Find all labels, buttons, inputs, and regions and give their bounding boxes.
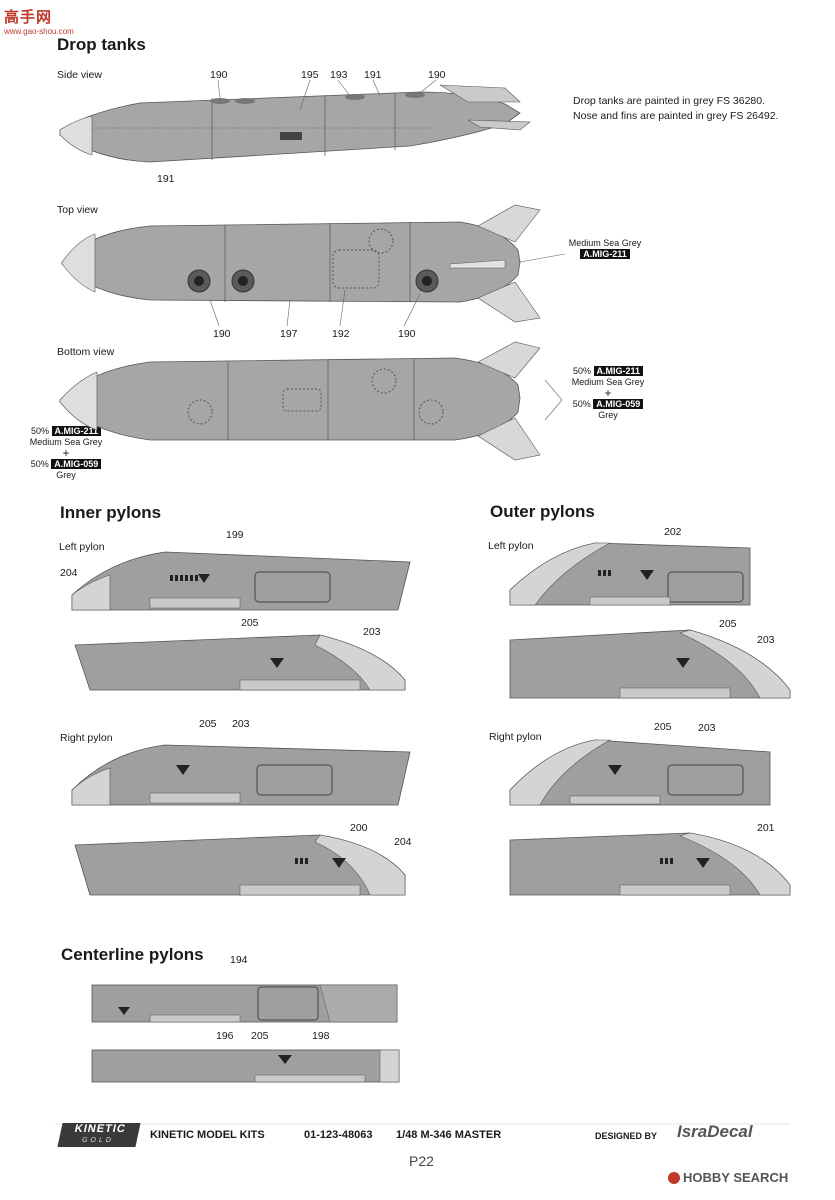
paint-note: Drop tanks are painted in grey FS 36280.…: [573, 94, 778, 124]
callout-205: 205: [719, 618, 737, 630]
inner-right-pylon-label: Right pylon: [60, 732, 113, 744]
hobby-search-icon: [668, 1171, 680, 1184]
callout-199: 199: [226, 529, 244, 541]
callout-190: 190: [213, 328, 231, 340]
bottom-view-label: Bottom view: [57, 346, 115, 358]
callout-191: 191: [157, 173, 175, 185]
outer-left-pylon-label: Left pylon: [488, 540, 534, 552]
pct-50: 50%: [572, 366, 591, 376]
watermark-site: 高手网: [4, 9, 53, 26]
watermark-url: www.gao-shou.com: [4, 27, 74, 36]
callout-203: 203: [698, 722, 716, 734]
inner-pylons-title: Inner pylons: [60, 503, 162, 522]
kinetic-logo-bottom: GOLD: [81, 1137, 115, 1144]
callout-204: 204: [60, 567, 78, 579]
side-view-label: Side view: [57, 69, 102, 81]
paint-label-top: Medium Sea Grey A.MIG-211: [565, 238, 645, 260]
paint-label-bottom-left: 50% A.MIG-211 Medium Sea Grey + 50% A.MI…: [22, 426, 110, 480]
paint-name-grey: Grey: [56, 470, 76, 480]
kinetic-logo-top: KINETIC: [73, 1123, 128, 1135]
top-view-label: Top view: [57, 204, 98, 216]
paint-label-top-name: Medium Sea Grey: [568, 238, 642, 248]
callout-191: 191: [364, 69, 382, 81]
callout-204: 204: [394, 836, 412, 848]
callout-190: 190: [398, 328, 416, 340]
isradecal-logo: IsraDecal: [677, 1122, 753, 1141]
inner-left-pylon-label: Left pylon: [59, 541, 105, 553]
callout-203: 203: [757, 634, 775, 646]
paint-name: Medium Sea Grey: [571, 377, 645, 387]
hobby-search-text: HOBBY SEARCH: [683, 1170, 789, 1185]
kinetic-logo: KINETIC GOLD: [57, 1123, 141, 1147]
page-number: P22: [409, 1153, 434, 1169]
bottom-view-tank: [59, 341, 563, 461]
paint-label-bottom-right: 50% A.MIG-211 Medium Sea Grey + 50% A.MI…: [566, 366, 650, 420]
outer-right-pylon-label: Right pylon: [489, 731, 542, 743]
callout-205: 205: [241, 617, 259, 629]
inner-right-pylon-1: [71, 744, 411, 806]
inner-left-pylon-1: [71, 551, 411, 611]
centerline-pylon-1: [91, 984, 398, 1023]
centerline-pylons-title: Centerline pylons: [61, 945, 204, 964]
callout-198: 198: [312, 1030, 330, 1042]
callout-202: 202: [664, 526, 682, 538]
callout-190: 190: [428, 69, 446, 81]
callout-200: 200: [350, 822, 368, 834]
outer-left-pylon-2: [509, 629, 791, 699]
footer-designed-by: DESIGNED BY: [595, 1131, 658, 1141]
top-view-tank: [61, 204, 541, 323]
callout-196: 196: [216, 1030, 234, 1042]
callout-205: 205: [251, 1030, 269, 1042]
callout-203: 203: [232, 718, 250, 730]
side-view-tank: [59, 84, 531, 163]
callout-192: 192: [332, 328, 350, 340]
pct-50: 50%: [30, 459, 49, 469]
watermark: 高手网 www.gao-shou.com: [4, 6, 74, 36]
callout-193: 193: [330, 69, 348, 81]
inner-left-pylon-2: [74, 634, 406, 691]
outer-left-pylon-1: [509, 542, 751, 606]
paint-name-grey: Grey: [598, 410, 618, 420]
paint-note-line2: Nose and fins are painted in grey FS 264…: [573, 110, 779, 122]
outer-right-pylon-1: [509, 739, 771, 806]
paint-note-line1: Drop tanks are painted in grey FS 36280.: [573, 95, 766, 107]
drop-tanks-title: Drop tanks: [57, 35, 146, 54]
plus-sign: +: [62, 446, 70, 460]
paint-name: Medium Sea Grey: [29, 437, 103, 447]
centerline-pylon-2: [91, 1049, 400, 1083]
callout-205: 205: [199, 718, 217, 730]
hobby-search-watermark: HOBBY SEARCH: [668, 1170, 788, 1185]
inner-right-pylon-2: [74, 834, 406, 896]
outer-pylons-title: Outer pylons: [490, 502, 595, 521]
callout-195: 195: [301, 69, 319, 81]
callout-190: 190: [210, 69, 228, 81]
paint-code-059: A.MIG-059: [593, 399, 644, 409]
footer-code: 01-123-48063: [304, 1129, 373, 1141]
callout-194: 194: [230, 954, 248, 966]
callout-203: 203: [363, 626, 381, 638]
footer-brand: KINETIC MODEL KITS: [150, 1129, 265, 1141]
footer-kit: 1/48 M-346 MASTER: [396, 1129, 502, 1141]
paint-code-059: A.MIG-059: [51, 459, 102, 469]
outer-right-pylon-2: [509, 832, 791, 896]
callout-201: 201: [757, 822, 775, 834]
paint-code-211: A.MIG-211: [593, 366, 644, 376]
paint-code-211: A.MIG-211: [580, 249, 630, 259]
paint-code-211: A.MIG-211: [51, 426, 102, 436]
callout-205: 205: [654, 721, 672, 733]
pct-50: 50%: [572, 399, 591, 409]
leader-lines: [209, 79, 566, 327]
pct-50: 50%: [30, 426, 49, 436]
plus-sign: +: [604, 386, 612, 400]
callout-197: 197: [280, 328, 298, 340]
